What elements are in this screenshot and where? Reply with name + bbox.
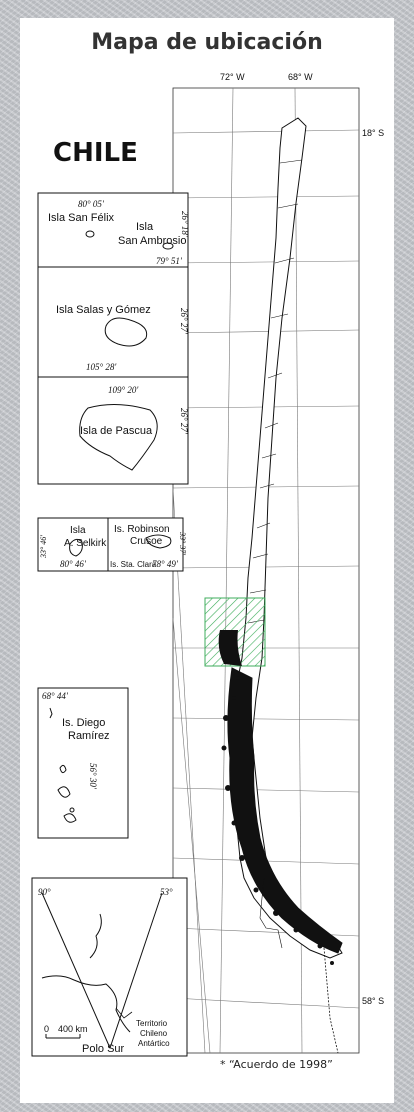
chile-mainland	[221, 117, 343, 1054]
lat-label-58: 58° S	[362, 996, 384, 1006]
coord-80-05: 80° 05'	[78, 199, 105, 209]
label-isla-ambrosio: Isla	[136, 221, 154, 233]
territory-line2: Chileno	[140, 1029, 168, 1038]
country-label: CHILE	[53, 138, 138, 168]
label-san-ambrosio: San Ambrosio	[118, 235, 186, 247]
hatched-area	[204, 597, 266, 667]
label-robinson: Is. Robinson	[114, 524, 170, 535]
inset-diego-ramirez	[37, 687, 129, 839]
inset-pascua	[37, 376, 189, 485]
coord-26-27-b: 26° 27'	[179, 408, 189, 435]
lon-label-68: 68° W	[288, 72, 313, 82]
coord-109-20: 109° 20'	[108, 385, 139, 395]
lon-label-72: 72° W	[220, 72, 245, 82]
page-title: Mapa de ubicación	[91, 30, 323, 55]
label-ramirez: Ramírez	[68, 730, 110, 742]
coord-79-51: 79° 51'	[156, 256, 183, 266]
coord-26-27-a: 26° 27'	[179, 308, 189, 335]
scale-label: 400 km	[58, 1024, 88, 1034]
graticule	[172, 87, 360, 1054]
label-sta-clara: Is. Sta. Clara	[110, 560, 157, 569]
map-card: Mapa de ubicación CHILE	[20, 18, 394, 1103]
coord-56-30: 56° 30'	[88, 763, 98, 790]
inset-antartica	[31, 877, 188, 1057]
lon-53: 53°	[160, 887, 173, 897]
label-pascua: Isla de Pascua	[80, 425, 153, 437]
label-diego: Is. Diego	[62, 717, 105, 729]
footnote: * “Acuerdo de 1998”	[220, 1058, 333, 1071]
territory-line1: Territorio	[136, 1019, 168, 1028]
coord-68-44: 68° 44'	[42, 691, 69, 701]
label-selkirk: A. Selkirk	[64, 538, 107, 549]
label-crusoe: Crusoe	[130, 536, 163, 547]
coord-33-46: 33° 46'	[39, 535, 48, 559]
label-isla-selkirk: Isla	[70, 525, 86, 536]
inset-juan-fernandez	[37, 517, 184, 572]
inset-salas-gomez	[37, 266, 189, 378]
lon-90: 90°	[38, 887, 51, 897]
territory-line3: Antártico	[138, 1039, 170, 1048]
coord-26-18: 26° 18'	[180, 211, 190, 238]
label-polo-sur: Polo Sur	[82, 1043, 125, 1055]
lat-label-18: 18° S	[362, 128, 384, 138]
coord-80-46: 80° 46'	[60, 559, 87, 569]
coord-78-49: 78° 49'	[152, 559, 179, 569]
scale-zero: 0	[44, 1024, 49, 1034]
label-san-felix: Isla San Félix	[48, 212, 115, 224]
coord-105-28: 105° 28'	[86, 362, 117, 372]
coord-33-37: 33° 37'	[178, 531, 187, 555]
map-svg: 72° W 68° W 18° S 58° S	[31, 72, 384, 1057]
label-salas-gomez: Isla Salas y Gómez	[56, 304, 151, 316]
